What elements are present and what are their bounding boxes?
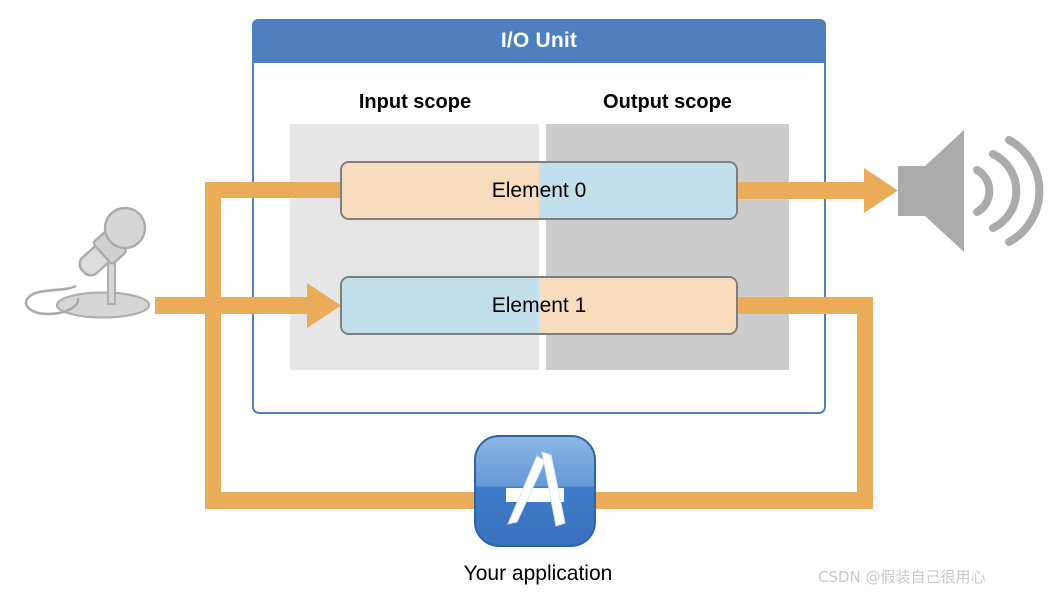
arrowhead-icon bbox=[307, 283, 341, 328]
element-1-box[interactable]: Element 1 bbox=[340, 276, 738, 335]
path-shape bbox=[155, 297, 307, 314]
output-scope-label: Output scope bbox=[603, 91, 732, 113]
app-store-icon[interactable] bbox=[473, 434, 597, 548]
element-0-label: Element 0 bbox=[491, 178, 587, 202]
element-1-input-half bbox=[342, 278, 539, 333]
element-1-output-half bbox=[539, 278, 736, 333]
application-caption: Your application bbox=[463, 562, 613, 585]
element-0-output-half bbox=[539, 163, 736, 218]
path-shape bbox=[205, 182, 346, 500]
element-1-label: Element 1 bbox=[491, 293, 587, 317]
watermark-text: CSDN @假装自己很用心 bbox=[818, 568, 986, 586]
path-application-to-element-0 bbox=[205, 182, 346, 500]
input-scope-label: Input scope bbox=[358, 91, 472, 113]
path-element-0-to-speaker bbox=[734, 168, 898, 213]
io-unit-title: I/O Unit bbox=[252, 19, 826, 63]
microphone-icon bbox=[24, 206, 151, 319]
path-shape bbox=[734, 297, 873, 500]
element-0-box[interactable]: Element 0 bbox=[340, 161, 738, 220]
speaker-icon bbox=[898, 130, 1044, 252]
path-microphone-to-element-1 bbox=[155, 283, 341, 328]
path-element-1-to-application bbox=[734, 297, 873, 500]
element-0-input-half bbox=[342, 163, 539, 218]
path-shape bbox=[734, 182, 864, 199]
arrowhead-icon bbox=[864, 168, 898, 213]
